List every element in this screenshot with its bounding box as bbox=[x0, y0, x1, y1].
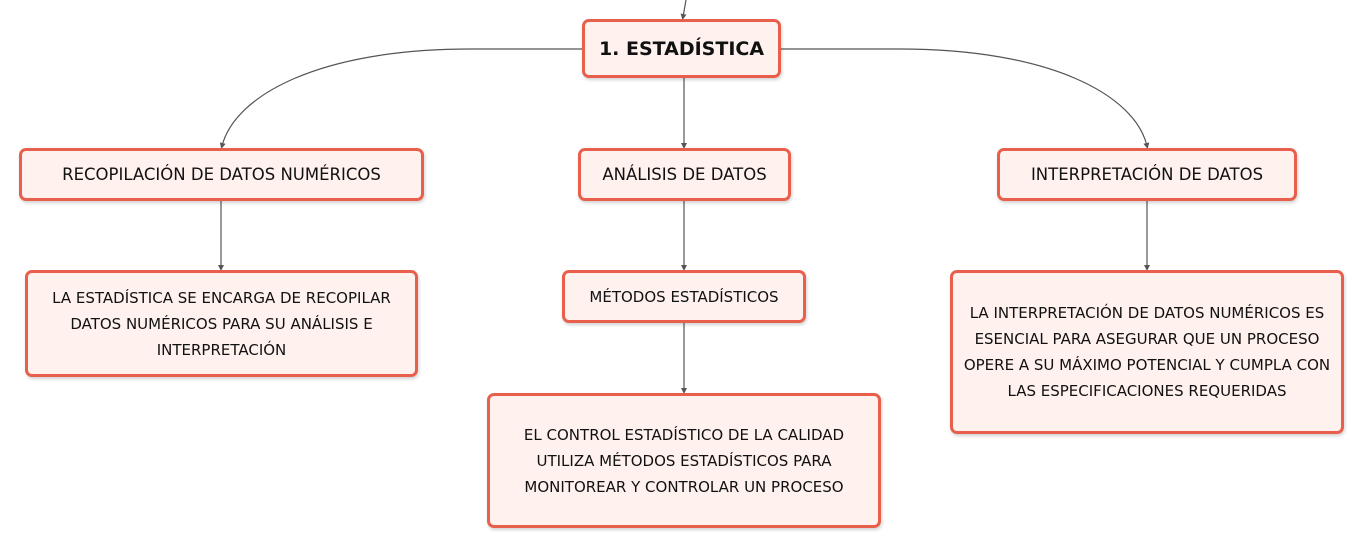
branch-label-analisis: ANÁLISIS DE DATOS bbox=[602, 164, 767, 184]
connector-root-interpretacion bbox=[781, 48, 1150, 149]
root-topic-label: 1. ESTADÍSTICA bbox=[598, 37, 765, 60]
connector-root-recopilacion bbox=[219, 48, 582, 149]
detail-node-interpretacion[interactable]: LA INTERPRETACIÓN DE DATOS NUMÉRICOS ES … bbox=[950, 270, 1344, 434]
subtopic-node-metodos[interactable]: MÉTODOS ESTADÍSTICOS bbox=[562, 270, 806, 323]
detail-node-control[interactable]: EL CONTROL ESTADÍSTICO DE LA CALIDAD UTI… bbox=[487, 393, 881, 528]
connector-incoming bbox=[680, 0, 687, 20]
detail-text-control: EL CONTROL ESTADÍSTICO DE LA CALIDAD UTI… bbox=[523, 425, 845, 496]
detail-text-recopilacion: LA ESTADÍSTICA SE ENCARGA DE RECOPILAR D… bbox=[52, 288, 391, 359]
branch-node-interpretacion[interactable]: INTERPRETACIÓN DE DATOS bbox=[997, 148, 1297, 201]
branch-label-recopilacion: RECOPILACIÓN DE DATOS NUMÉRICOS bbox=[62, 164, 381, 184]
branch-node-analisis[interactable]: ANÁLISIS DE DATOS bbox=[578, 148, 791, 201]
subtopic-label-metodos: MÉTODOS ESTADÍSTICOS bbox=[589, 287, 779, 306]
root-topic-node[interactable]: 1. ESTADÍSTICA bbox=[582, 19, 781, 78]
detail-node-recopilacion[interactable]: LA ESTADÍSTICA SE ENCARGA DE RECOPILAR D… bbox=[25, 270, 418, 377]
branch-node-recopilacion[interactable]: RECOPILACIÓN DE DATOS NUMÉRICOS bbox=[19, 148, 424, 201]
branch-label-interpretacion: INTERPRETACIÓN DE DATOS bbox=[1030, 164, 1264, 184]
detail-text-interpretacion: LA INTERPRETACIÓN DE DATOS NUMÉRICOS ES … bbox=[963, 304, 1331, 400]
